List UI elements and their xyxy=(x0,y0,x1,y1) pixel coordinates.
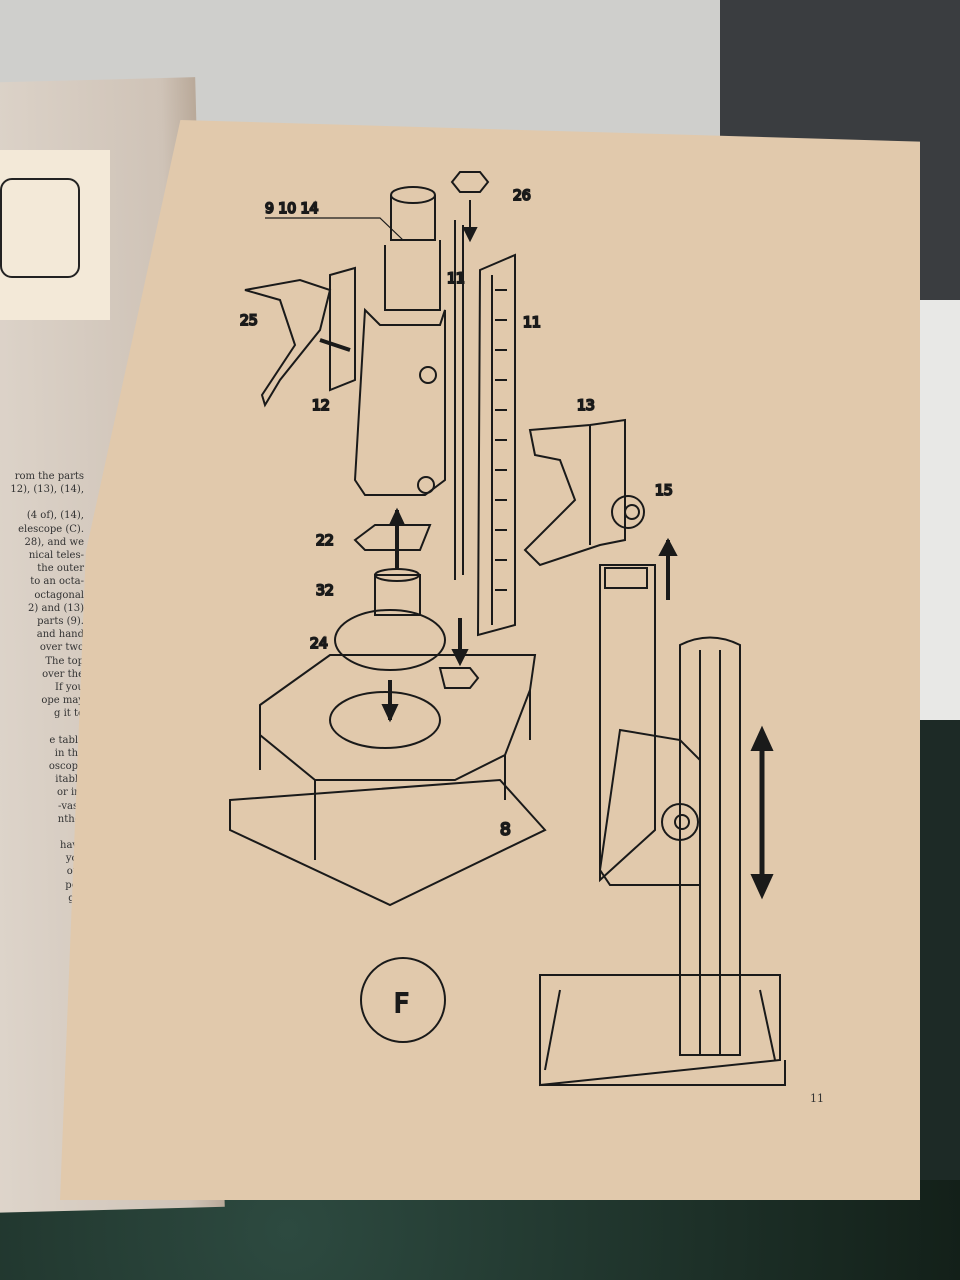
text-line: to an octa- xyxy=(30,576,84,588)
label-22: 22 xyxy=(316,533,334,549)
bracket-right xyxy=(523,418,678,600)
page-number: 11 xyxy=(810,1092,824,1105)
label-32: 32 xyxy=(316,583,334,599)
label-26: 26 xyxy=(513,188,531,204)
figure-circle xyxy=(360,957,446,1043)
scale-rail xyxy=(476,253,516,637)
card-outline xyxy=(0,178,80,278)
text-line: have xyxy=(60,840,84,852)
cap-part xyxy=(450,171,490,243)
text-line: and hand xyxy=(36,629,84,641)
label-15: 15 xyxy=(655,483,673,499)
text-line: 12), (13), (14), xyxy=(10,484,84,496)
telescope-tube xyxy=(353,186,464,580)
label-11a: 11 xyxy=(447,271,465,287)
text-line: 2) and (13) xyxy=(28,602,84,614)
assembled-microscope xyxy=(539,564,786,1087)
label-11b: 11 xyxy=(523,315,541,331)
text-line: or in- xyxy=(57,787,84,799)
text-line: oscope xyxy=(48,761,84,773)
text-line: If you xyxy=(55,682,84,694)
text-line: 28), and we xyxy=(24,536,84,548)
text-line: octagonal xyxy=(34,589,84,601)
text-line: ope may xyxy=(41,695,84,707)
paragraph: (4 of), (14),elescope (C).28), and we nic… xyxy=(0,509,84,720)
plate-ring-disc xyxy=(334,507,446,723)
text-line: the outer xyxy=(37,563,84,575)
figure-letter: F xyxy=(394,989,409,1019)
label-13: 13 xyxy=(577,398,595,414)
text-line: over the xyxy=(42,668,84,680)
text-line: over two xyxy=(39,642,84,654)
text-line: itable xyxy=(55,774,84,786)
text-line: elescope (C). xyxy=(18,523,84,535)
label-8: 8 xyxy=(500,820,511,840)
text-line: nical teles- xyxy=(28,550,84,562)
text-line: (4 of), (14), xyxy=(26,510,84,522)
text-line: e table xyxy=(49,734,84,746)
text-line: The top xyxy=(45,655,84,667)
text-line: in the xyxy=(54,747,84,759)
label-25: 25 xyxy=(240,313,258,329)
label-24: 24 xyxy=(310,636,328,652)
leader-lines xyxy=(265,217,404,241)
label-12: 12 xyxy=(312,398,330,414)
base-table xyxy=(229,618,547,907)
insert-card xyxy=(0,150,110,320)
text-line: rom the parts xyxy=(14,471,84,482)
text-line: nthe- xyxy=(57,813,84,825)
clamp-left xyxy=(244,266,356,408)
right-page xyxy=(60,120,920,1200)
text-line: parts (9). xyxy=(37,616,84,628)
text-line: -vase xyxy=(57,800,84,812)
text-line: g it to xyxy=(53,708,84,720)
paragraph: rom the parts 12), (13), (14), xyxy=(0,470,84,496)
label-9-10-14: 9 10 14 xyxy=(265,201,319,217)
